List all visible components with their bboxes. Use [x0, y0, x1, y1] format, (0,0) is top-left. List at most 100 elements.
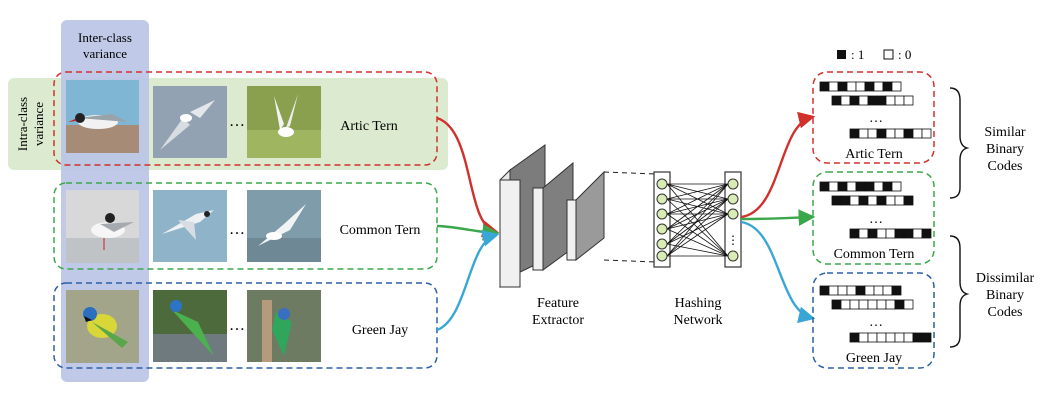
flow-arrow-red-out [740, 111, 816, 219]
code-bit-cell [885, 95, 896, 106]
code-bit-cell [858, 228, 869, 239]
code-bit-cell [858, 332, 869, 343]
code-bit-cell [903, 332, 914, 343]
legend-filled-square [837, 50, 846, 59]
hash-connection-line [666, 183, 729, 245]
hash-output-node [727, 193, 739, 205]
similar-label-3: Codes [988, 159, 1023, 174]
hash-connection-line [666, 183, 729, 215]
code-bit-cell [912, 128, 923, 139]
code-bit-cell [912, 228, 923, 239]
code-ellipsis-artic: … [869, 111, 883, 126]
hash-input-node [656, 208, 668, 220]
bird-photo-artic-3 [247, 86, 321, 158]
code-bit-cell [840, 95, 851, 106]
hash-output-node [727, 178, 739, 190]
code-label-green-jay: Green Jay [846, 351, 902, 366]
code-bit-cell [867, 128, 878, 139]
code-bit-cell [894, 228, 905, 239]
hash-connection-line [666, 213, 729, 257]
bird-photo-common-3 [247, 190, 321, 262]
code-label-artic-tern: Artic Tern [845, 147, 902, 162]
feature-block-3 [566, 170, 605, 262]
code-bit-cell [867, 228, 878, 239]
projection-line-bottom [603, 259, 657, 263]
flow-arrow-blue-in [436, 230, 500, 332]
code-bit-cell [882, 81, 893, 92]
code-bit-cell [846, 181, 857, 192]
code-bit-cell [891, 285, 902, 296]
inter-class-label: Inter-class [78, 30, 132, 45]
hash-connections [666, 183, 729, 257]
code-bit-cell [819, 285, 830, 296]
inter-class-label-2: variance [83, 46, 127, 61]
svg-text:Intra-class: Intra-class [15, 97, 30, 151]
row-3-ellipsis: … [229, 317, 245, 334]
legend-empty-label: : 0 [898, 47, 911, 62]
code-bit-cell [855, 81, 866, 92]
bird-photo-common-2 [153, 190, 227, 262]
code-bit-cell [849, 95, 860, 106]
code-bit-cell [882, 285, 893, 296]
code-bit-cell [837, 81, 848, 92]
code-bit-cell [864, 181, 875, 192]
row-1-ellipsis: … [229, 113, 245, 130]
code-bit-cell [876, 195, 887, 206]
bird-photo-common-1 [66, 190, 139, 263]
class-label-artic-tern: Artic Tern [340, 119, 397, 134]
dissimilar-label-3: Codes [988, 305, 1023, 320]
code-bit-cell [876, 128, 887, 139]
similar-label-1: Similar [984, 125, 1026, 140]
code-bit-cell [912, 332, 923, 343]
code-bit-cell [894, 299, 905, 310]
bird-photo-artic-1 [66, 80, 139, 153]
code-bit-cell [882, 181, 893, 192]
code-bit-cell [858, 95, 869, 106]
hash-connection-line [666, 228, 729, 257]
similar-label-2: Binary [986, 142, 1024, 157]
bird-photo-greenjay-3 [247, 290, 321, 362]
bird-photo-artic-2 [153, 86, 227, 158]
code-bit-cell [831, 95, 842, 106]
code-bit-cell [828, 81, 839, 92]
code-bit-cell [894, 332, 905, 343]
hash-node-ellipsis: ⋮ [727, 233, 739, 247]
code-bit-cell [846, 81, 857, 92]
hash-connection-line [666, 198, 729, 245]
code-bit-cell [837, 181, 848, 192]
class-label-green-jay: Green Jay [352, 323, 408, 338]
code-bit-cell [819, 81, 830, 92]
code-bit-cell [876, 95, 887, 106]
code-bit-cell [846, 285, 857, 296]
legend-filled-label: : 1 [851, 47, 864, 62]
code-bit-cell [903, 128, 914, 139]
code-ellipsis-greenjay: … [869, 315, 883, 330]
code-bit-cell [885, 195, 896, 206]
code-bit-cell [840, 195, 851, 206]
similar-brace [949, 87, 970, 199]
code-bit-cell [867, 332, 878, 343]
code-bit-cell [831, 299, 842, 310]
hash-nodes [656, 178, 739, 262]
code-bit-cell [858, 299, 869, 310]
code-ellipsis-common: … [869, 212, 883, 227]
flow-arrow-blue-out [740, 220, 816, 324]
code-label-common-tern: Common Tern [834, 247, 915, 262]
hash-input-node [656, 238, 668, 250]
code-bit-cell [903, 228, 914, 239]
code-bit-cell [867, 95, 878, 106]
hash-connection-line [666, 183, 729, 257]
hashing-network-label: Hashing [675, 296, 722, 311]
hash-input-node [656, 250, 668, 262]
hash-connection-line [666, 213, 729, 245]
code-bit-cell [855, 285, 866, 296]
code-bit-cell [858, 128, 869, 139]
hash-connection-line [666, 198, 729, 257]
code-bit-cell [885, 332, 896, 343]
feature-extractor-label: Feature [537, 296, 579, 311]
row-2-ellipsis: … [229, 221, 245, 238]
code-bit-cell [894, 195, 905, 206]
code-bit-cell [858, 195, 869, 206]
flow-arrow-green-out [740, 209, 816, 227]
